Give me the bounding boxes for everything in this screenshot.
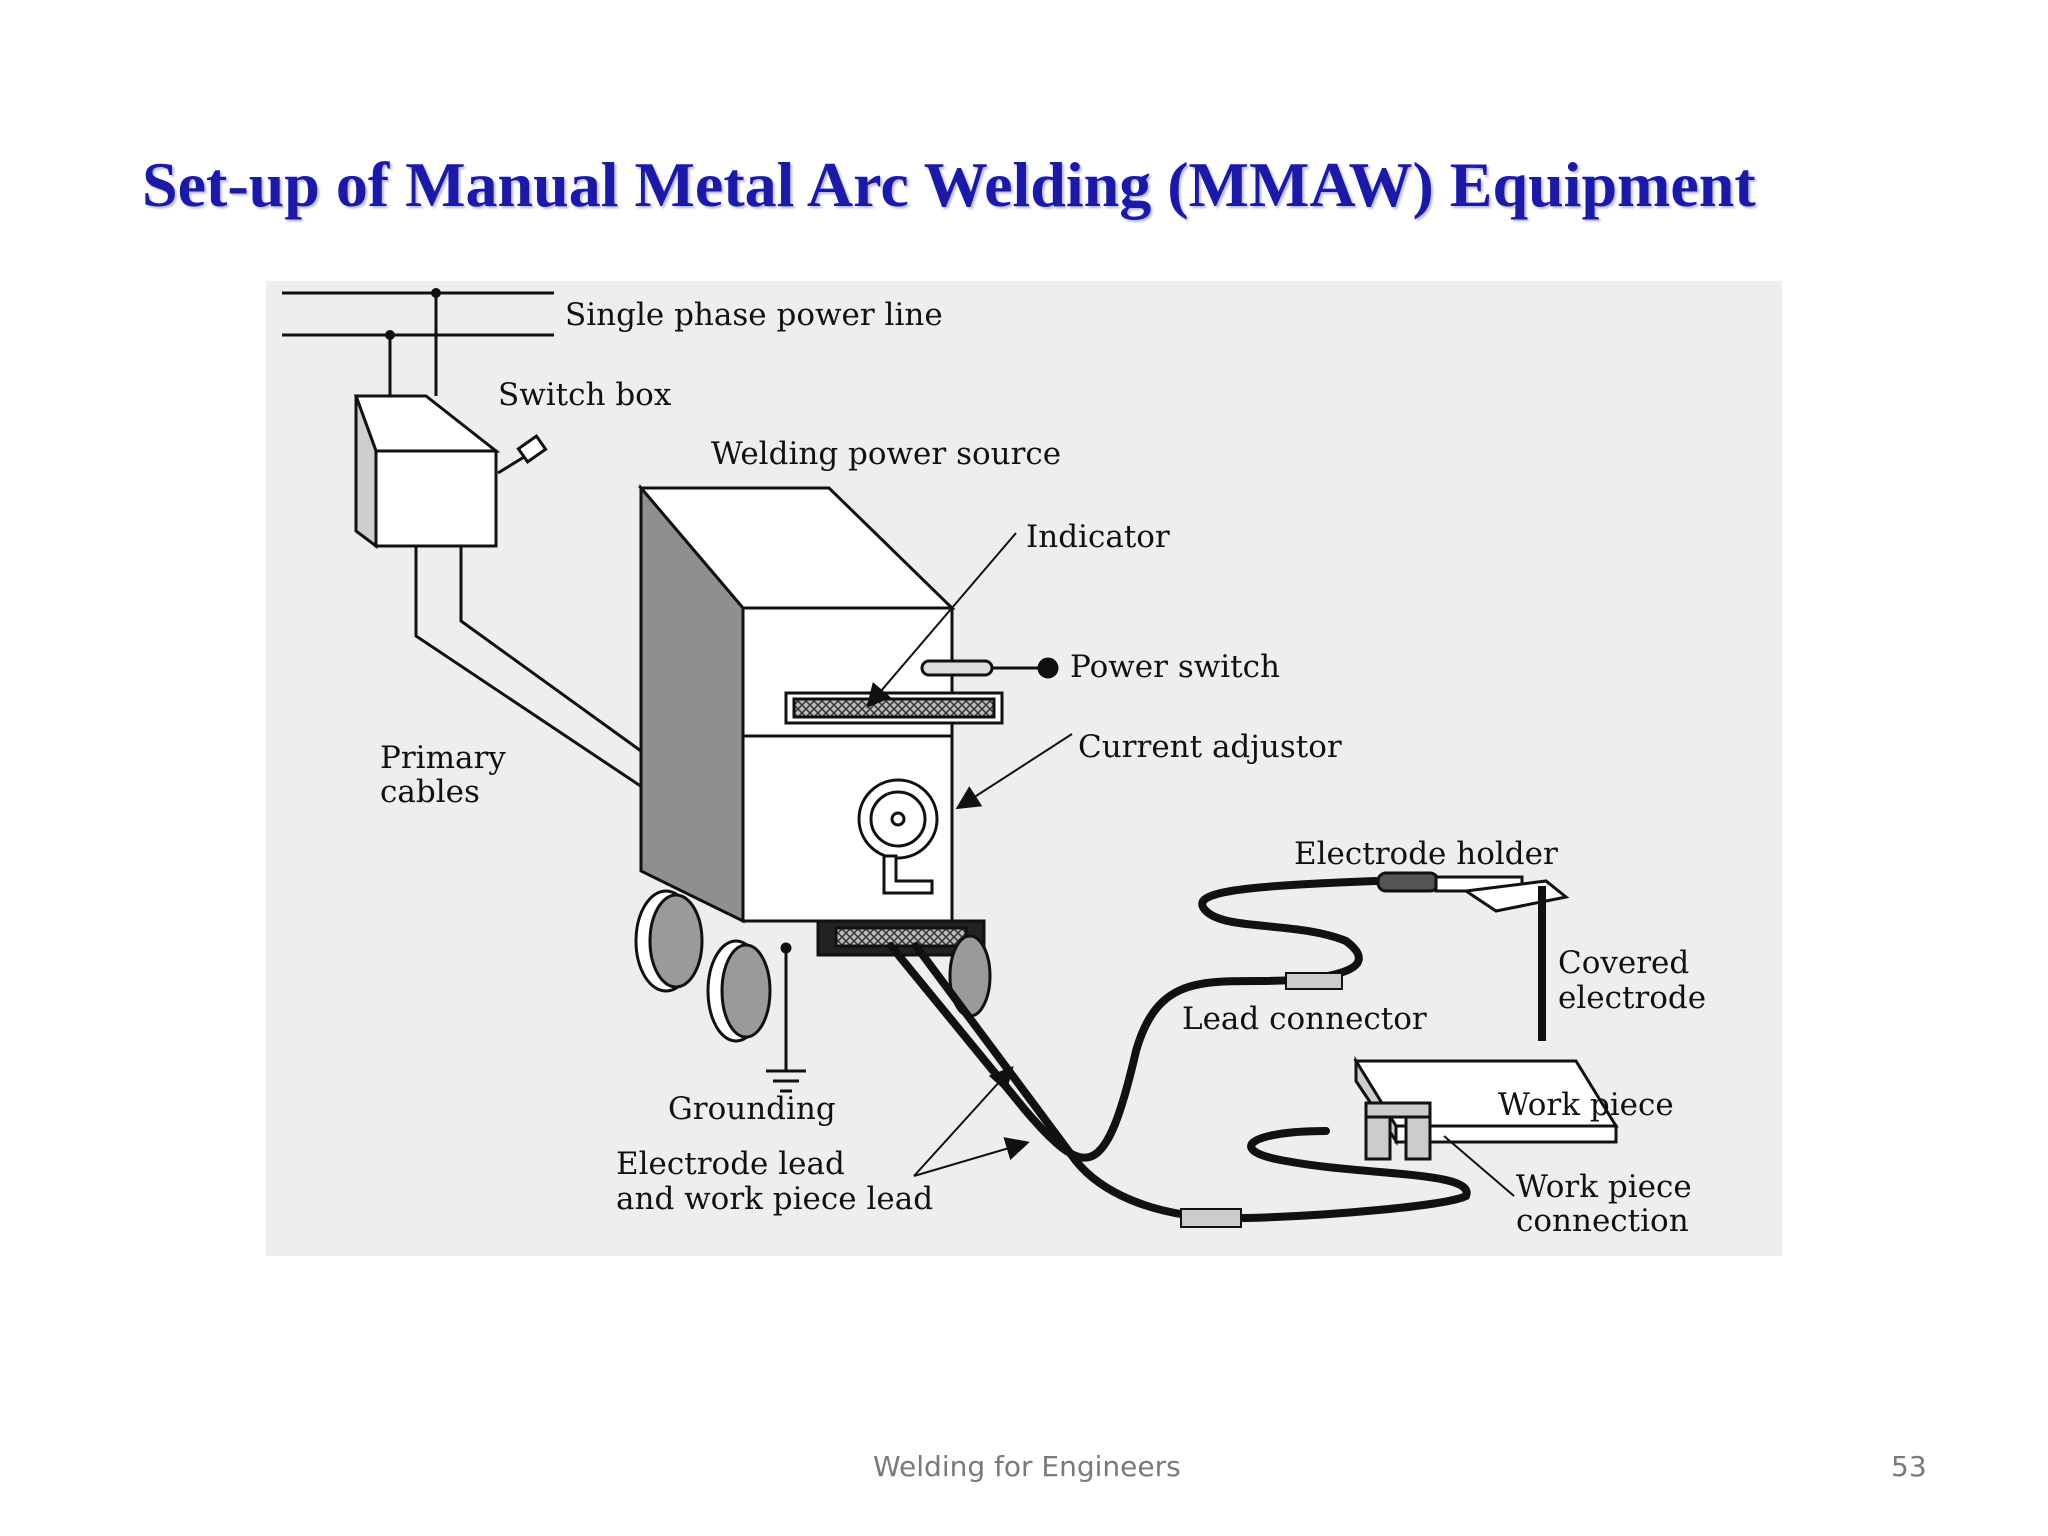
label-lead-connector: Lead connector [1182,1001,1427,1037]
wheels [634,889,992,1043]
diagram-svg: Single phase power line Switch box Weldi… [282,288,1706,1239]
grounding [766,942,806,1093]
electrode-holder [1376,871,1570,1041]
lead-connector [1285,972,1343,990]
label-grounding: Grounding [668,1091,836,1127]
work-lead-connector [1180,1208,1242,1228]
label-electrode-lead-1: Electrode lead [616,1146,845,1182]
label-indicator: Indicator [1026,519,1170,555]
label-work-piece-connection-2: connection [1516,1203,1689,1239]
label-work-piece: Work piece [1498,1087,1674,1123]
label-work-piece-connection-1: Work piece [1516,1169,1692,1205]
label-power-switch: Power switch [1070,649,1280,685]
diagram-labels: Single phase power line Switch box Weldi… [380,297,1706,1239]
leader-lines [866,532,1515,1197]
footer-title: Welding for Engineers [873,1450,1181,1483]
switch-box [353,394,548,549]
label-single-phase-power-line: Single phase power line [565,297,943,333]
label-primary-cables-2: cables [380,774,480,810]
primary-cables [414,546,667,805]
label-covered-electrode-2: electrode [1558,980,1706,1016]
power-line [282,291,554,396]
work-piece [1353,1055,1619,1161]
mmaw-diagram: Single phase power line Switch box Weldi… [266,281,1782,1256]
label-covered-electrode-1: Covered [1558,945,1689,981]
page-number: 53 [1891,1450,1927,1483]
label-current-adjustor: Current adjustor [1078,729,1342,765]
label-primary-cables-1: Primary [380,740,506,776]
label-welding-power-source: Welding power source [711,436,1061,472]
slide-title: Set-up of Manual Metal Arc Welding (MMAW… [142,149,1756,220]
label-switch-box: Switch box [498,377,672,413]
label-electrode-holder: Electrode holder [1294,836,1558,872]
label-electrode-lead-2: and work piece lead [616,1181,933,1217]
